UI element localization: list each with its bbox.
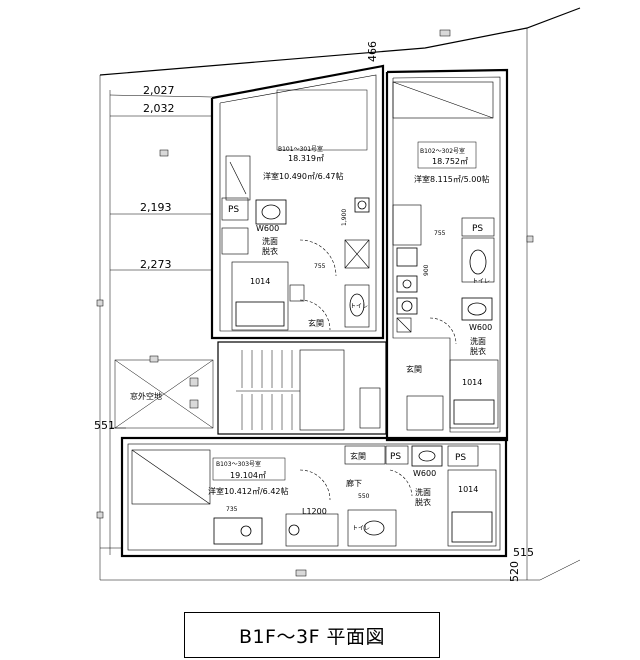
unit-3-w600: W600 <box>413 469 436 478</box>
unit-1-1900: 1,900 <box>341 209 348 226</box>
staircase <box>217 341 387 435</box>
unit-2-wash1: 洗面 <box>470 336 486 346</box>
unit-2-bath: 1014 <box>462 378 482 387</box>
unit-2-wash2: 脱衣 <box>470 346 486 356</box>
dim-515: 515 <box>513 546 534 559</box>
dim-2273: 2,273 <box>140 258 172 271</box>
unit-3-name: B103～303号室 <box>216 460 261 468</box>
unit-3-bath: 1014 <box>458 485 478 494</box>
unit-1-area: 18.319㎡ <box>288 154 324 163</box>
unit-3-ps1: PS <box>390 452 401 462</box>
unit-1-toilet: トイレ <box>350 303 368 310</box>
unit-1-w600: W600 <box>256 224 279 233</box>
title-box: B1F～3F 平面図 <box>184 612 440 658</box>
unit-2-ps: PS <box>472 224 483 234</box>
unit-1-outline <box>210 64 385 340</box>
unit-2-name: B102～302号室 <box>420 147 465 155</box>
dim-2032: 2,032 <box>143 102 175 115</box>
unit-2-area: 18.752㎡ <box>432 157 468 166</box>
unit-1-wash2: 脱衣 <box>262 246 278 256</box>
unit-1-bath: 1014 <box>250 277 270 286</box>
unit-3-kitchen: L1200 <box>302 507 327 516</box>
unit-3-wash2: 脱衣 <box>415 497 431 507</box>
unit-2-w600: W600 <box>469 323 492 332</box>
dim-2027: 2,027 <box>143 84 175 97</box>
dim-2193: 2,193 <box>140 201 172 214</box>
unit-1-wash1: 洗面 <box>262 236 278 246</box>
light-well-label: 窓外空地 <box>130 391 162 401</box>
light-well <box>114 359 214 429</box>
dim-551: 551 <box>94 419 115 432</box>
unit-3-735: 735 <box>226 506 238 513</box>
unit-2-900: 900 <box>423 264 430 276</box>
unit-3-toilet: トイレ <box>352 525 370 532</box>
unit-1-genkan: 玄関 <box>308 318 324 328</box>
unit-2-room: 洋室8.115㎡/5.00帖 <box>414 174 489 184</box>
unit-1-755: 755 <box>314 263 326 270</box>
unit-3-outline <box>120 436 508 558</box>
unit-3-genkan: 玄関 <box>350 451 366 461</box>
unit-1-ps: PS <box>228 205 239 215</box>
unit-2-toilet: トイレ <box>472 278 490 285</box>
site-boundary <box>99 7 581 76</box>
dim-520: 520 <box>508 561 521 582</box>
unit-2-genkan: 玄関 <box>406 364 422 374</box>
unit-2-755: 755 <box>434 230 446 237</box>
unit-3-wash1: 洗面 <box>415 487 431 497</box>
unit-1-room: 洋室10.490㎡/6.47帖 <box>263 171 344 181</box>
unit-3-room: 洋室10.412㎡/6.42帖 <box>208 486 289 496</box>
dim-466: 466 <box>366 41 379 62</box>
unit-3-550: 550 <box>358 493 370 500</box>
unit-1-name: B101～301号室 <box>278 145 323 153</box>
unit-3-ps2: PS <box>455 453 466 463</box>
floor-plan: 2,027 2,032 2,193 2,273 551 466 515 520 … <box>94 7 581 582</box>
page-title: B1F～3F 平面図 <box>238 625 386 648</box>
unit-3-area: 19.104㎡ <box>230 471 266 480</box>
unit-3-corridor: 廊下 <box>346 478 362 488</box>
